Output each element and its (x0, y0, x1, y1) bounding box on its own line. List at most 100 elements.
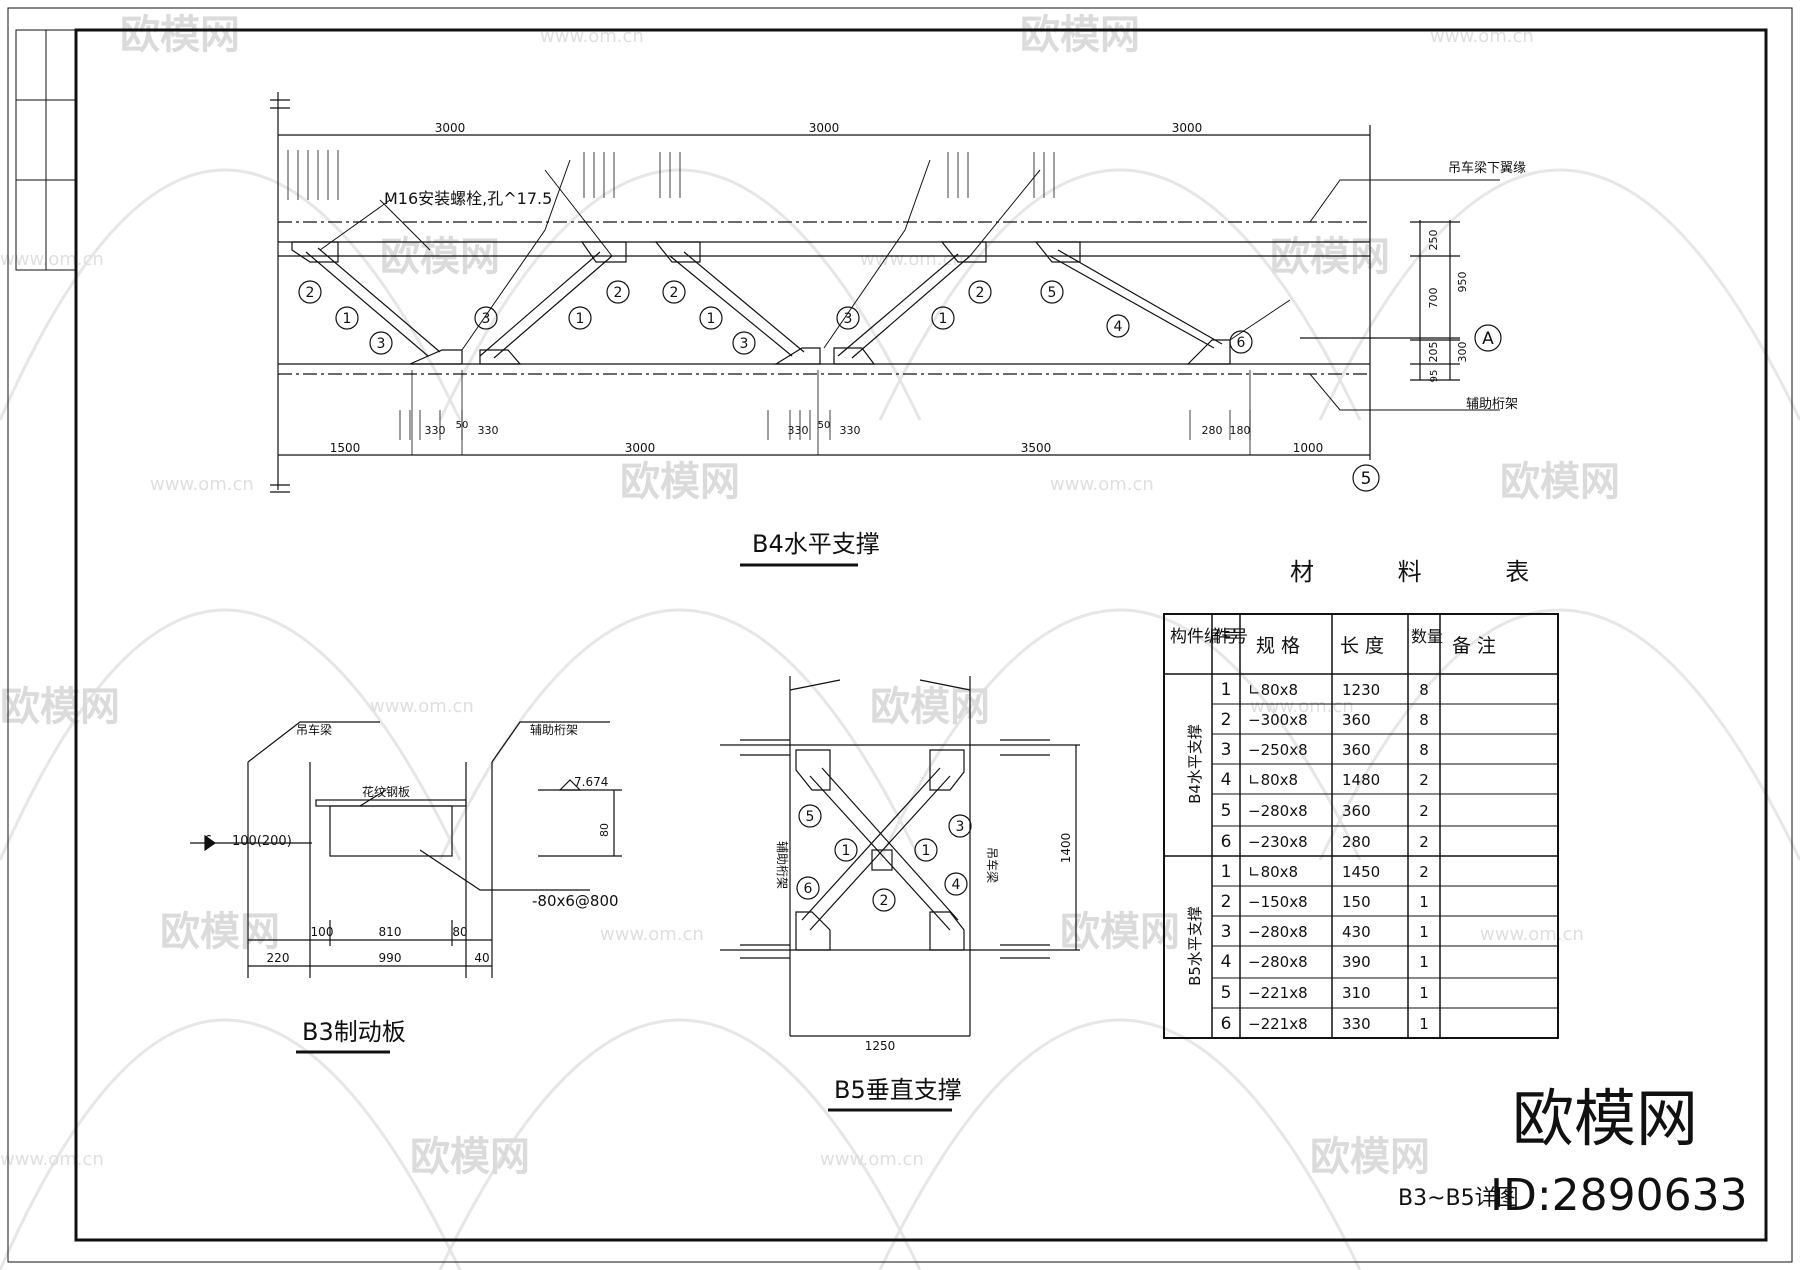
b3-dim: 990 (379, 951, 402, 965)
table-cell: 3 (1221, 740, 1232, 760)
table-cell: ∟80x8 (1248, 681, 1298, 699)
b4-right-dim: 700 (1427, 288, 1440, 309)
b3-dim: 40 (474, 951, 489, 965)
table-cell: 280 (1342, 833, 1371, 851)
b3-dim: 80 (452, 925, 467, 939)
table-group-name: B4水平支撑 (1186, 724, 1204, 804)
table-cell: −221x8 (1248, 984, 1308, 1002)
watermark-id: ID:2890633 (1490, 1170, 1748, 1221)
table-cell: 5 (1221, 983, 1232, 1003)
b5-height: 1400 (1059, 833, 1073, 864)
b3-label-bar: -80x6@800 (532, 892, 619, 910)
table-cell: ∟80x8 (1248, 771, 1298, 789)
watermark-brand: 欧模网 (120, 12, 240, 58)
b4-small-dim: 330 (840, 424, 861, 437)
watermark-brand: 欧模网 (1500, 459, 1620, 505)
table-cell: 2 (1419, 863, 1429, 881)
material-table-title: 材 料 表 (1290, 558, 1567, 586)
table-cell: 4 (1221, 770, 1232, 790)
axis-a-label: A (1482, 329, 1494, 349)
b5-labels: 5 1 1 3 2 4 6 辅助桁架 吊车梁 1250 1400 B5垂直支撑 (775, 809, 1073, 1104)
b4-part-mark: 5 (1048, 285, 1057, 301)
b4-top-dim: 3000 (1172, 121, 1203, 135)
table-cell: −280x8 (1248, 953, 1308, 971)
table-cell: 360 (1342, 741, 1371, 759)
material-table-text: 构件编号 件号 规 格 长 度 数量 备 注 B4水平支撑 B5水平支撑 (1170, 627, 1496, 986)
table-cell: 8 (1419, 681, 1429, 699)
table-cell: 8 (1419, 741, 1429, 759)
table-header: 长 度 (1340, 635, 1384, 657)
table-cell: 4 (1221, 952, 1232, 972)
b3-label-aux-truss: 辅助桁架 (530, 723, 578, 737)
table-cell: 8 (1419, 711, 1429, 729)
table-cell: 5 (1221, 801, 1232, 821)
table-cell: −280x8 (1248, 802, 1308, 820)
b4-part-mark: 2 (306, 285, 315, 301)
watermark-url: www.om.cn (860, 249, 964, 270)
table-header: 规 格 (1256, 635, 1300, 657)
b4-bottom-dim: 1500 (330, 441, 361, 455)
b4-right-dim: 950 (1456, 272, 1469, 293)
table-cell: 1 (1419, 893, 1429, 911)
table-header: 数量 (1411, 627, 1443, 646)
watermark-url: www.om.cn (0, 249, 104, 270)
b4-part-mark: 1 (576, 311, 585, 327)
watermark-brand: 欧模网 (1270, 234, 1390, 280)
watermark-brand: 欧模网 (410, 1134, 530, 1180)
table-cell: 1 (1419, 953, 1429, 971)
table-cell: 310 (1342, 984, 1371, 1002)
sheet-frame (7, 7, 1793, 1263)
b4-part-mark: 3 (482, 311, 491, 327)
watermark-brand: 欧模网 (160, 909, 280, 955)
table-cell: 1480 (1342, 771, 1380, 789)
table-cell: 360 (1342, 802, 1371, 820)
b4-right-dim: 95 (1429, 370, 1440, 383)
table-cell: 2 (1419, 802, 1429, 820)
b4-bottom-dim: 1000 (1293, 441, 1324, 455)
b4-part-mark: 1 (343, 311, 352, 327)
table-cell: 2 (1221, 710, 1232, 730)
table-cell: 1 (1419, 1015, 1429, 1033)
table-group-name: B5水平支撑 (1186, 906, 1204, 986)
b4-small-dim: 330 (788, 424, 809, 437)
table-cell: 150 (1342, 893, 1371, 911)
b4-small-dim: 330 (478, 424, 499, 437)
b5-title: B5垂直支撑 (834, 1076, 962, 1104)
b4-part-mark: 1 (939, 311, 948, 327)
b4-part-mark: 2 (614, 285, 623, 301)
watermark-url: www.om.cn (0, 1149, 104, 1170)
b4-title: B4水平支撑 (752, 530, 880, 558)
watermark-url: www.om.cn (1250, 696, 1354, 717)
table-cell: 6 (1221, 832, 1232, 852)
table-cell: 1450 (1342, 863, 1380, 881)
b4-part-mark: 2 (976, 285, 985, 301)
b3-section (190, 721, 622, 978)
b4-part-mark: 2 (670, 285, 679, 301)
watermark-brand: 欧模网 (380, 234, 500, 280)
b4-label-aux-truss: 辅助桁架 (1466, 397, 1518, 412)
b3-weld-length: 100(200) (232, 834, 292, 849)
b4-right-dim: 300 (1456, 342, 1469, 363)
table-cell: 2 (1221, 892, 1232, 912)
b5-width: 1250 (865, 1039, 896, 1053)
b3-dim: 100 (311, 925, 334, 939)
watermark-url: www.om.cn (370, 696, 474, 717)
table-cell: −150x8 (1248, 893, 1308, 911)
material-table (1163, 613, 1559, 1039)
table-cell: ∟80x8 (1248, 863, 1298, 881)
watermark-brand: 欧模网 (620, 459, 740, 505)
table-cell: 3 (1221, 922, 1232, 942)
watermark-url: www.om.cn (600, 924, 704, 945)
b3-height: 80 (598, 823, 611, 837)
b3-label-plate: 花纹钢板 (362, 784, 410, 799)
b4-small-dim: 180 (1230, 424, 1251, 437)
b4-part-mark: 6 (1237, 335, 1246, 351)
table-cell: 330 (1342, 1015, 1371, 1033)
b4-part-mark: 3 (844, 311, 853, 327)
b4-part-mark: 4 (1114, 319, 1123, 335)
b5-elevation (720, 676, 1080, 1037)
b4-bottom-dim: 3000 (625, 441, 656, 455)
b5-part-mark: 4 (952, 877, 961, 893)
b4-label-crane-flange: 吊车梁下翼缘 (1448, 160, 1526, 176)
